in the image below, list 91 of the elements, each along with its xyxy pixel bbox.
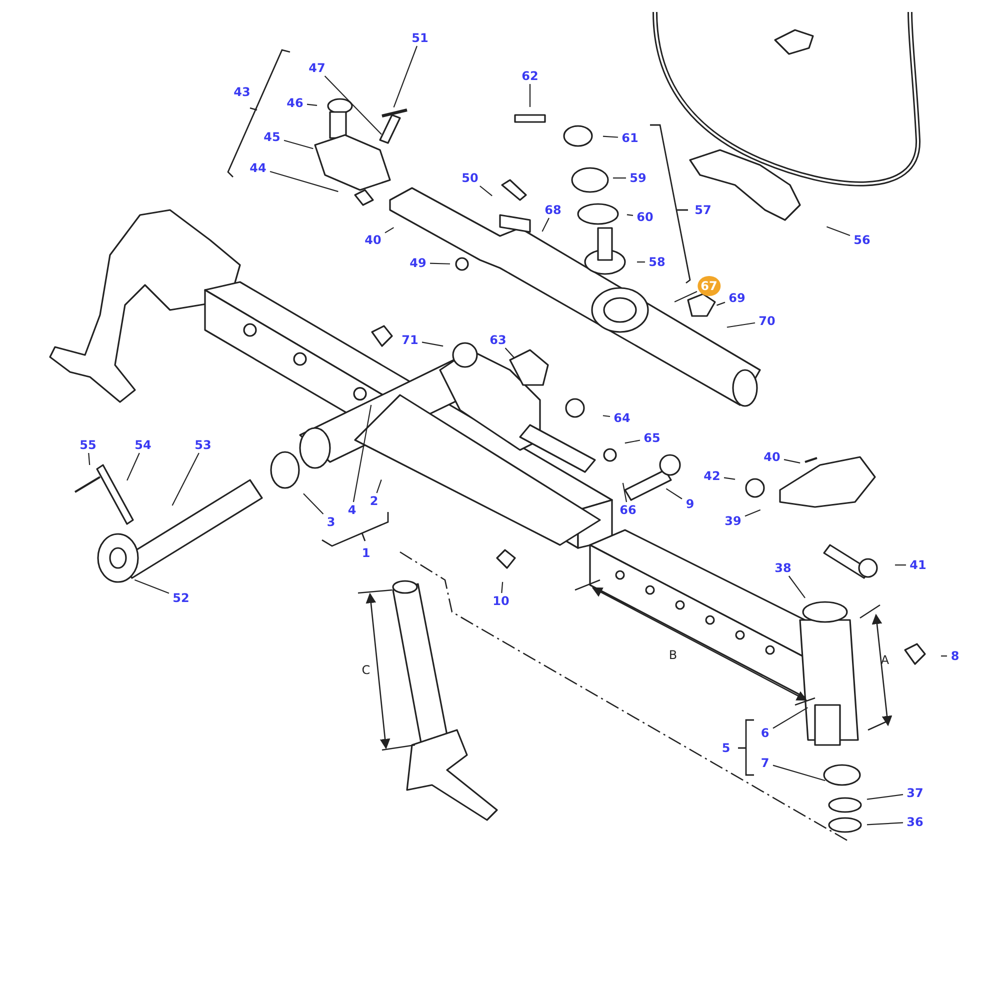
callout-number: 6 (760, 726, 770, 740)
callout-number: 46 (286, 96, 304, 110)
callout-number: 7 (760, 756, 770, 770)
callout-number: 57 (694, 203, 712, 217)
leader-line (666, 488, 682, 500)
leader-line (430, 262, 450, 264)
leader-line (716, 302, 726, 306)
callout-number: 54 (134, 438, 152, 452)
dimension-label: C (360, 663, 372, 677)
callout-number: 8 (950, 649, 960, 663)
leader-line (172, 452, 200, 506)
leader-line (422, 342, 444, 347)
callout-number: 68 (544, 203, 562, 217)
leader-line (602, 136, 618, 138)
leader-line (270, 171, 338, 192)
leader-line (674, 291, 698, 302)
callout-number: 69 (728, 291, 746, 305)
callout-number: 1 (360, 546, 372, 560)
leader-line (613, 177, 626, 179)
callout-number: 4 (346, 503, 358, 517)
callout-number: 36 (906, 815, 924, 829)
leader-line (352, 404, 372, 502)
leader-line (622, 482, 628, 502)
leader-line (501, 582, 504, 594)
callout-number: 66 (618, 503, 638, 517)
leader-line (393, 46, 418, 108)
leader-line (895, 564, 906, 566)
callout-number: 71 (400, 333, 420, 347)
leader-line (772, 707, 808, 729)
leader-line (480, 186, 492, 196)
callout-number: 65 (642, 431, 662, 445)
leader-line (866, 794, 904, 800)
callout-number: 39 (724, 514, 742, 528)
leader-line (324, 76, 382, 135)
callout-number: 62 (520, 69, 540, 83)
leader-line (542, 218, 550, 232)
leader-line (602, 415, 610, 418)
callout-number: 59 (628, 171, 648, 185)
callout-number: 47 (308, 61, 326, 75)
leader-line (772, 764, 826, 782)
callout-number: 53 (194, 438, 212, 452)
leader-line (624, 440, 640, 444)
callout-number: 37 (906, 786, 924, 800)
leader-line (826, 226, 850, 236)
leader-line (88, 452, 90, 466)
callout-number: 56 (852, 233, 872, 247)
callout-number: 55 (78, 438, 98, 452)
leader-line (306, 104, 318, 106)
callout-number: 9 (684, 497, 696, 511)
leader-line (626, 214, 634, 216)
leader-line (126, 452, 140, 481)
leader-line (303, 493, 324, 514)
callout-number: 60 (636, 210, 654, 224)
callout-number: 61 (620, 131, 640, 145)
callout-number: 51 (410, 31, 430, 45)
callout-number: 70 (758, 314, 776, 328)
callout-number: 10 (492, 594, 510, 608)
leader-line (134, 579, 170, 594)
leader-line (724, 477, 736, 480)
callout-number: 64 (612, 411, 632, 425)
leader-line (637, 261, 645, 263)
callout-number: 40 (364, 233, 382, 247)
leader-line (788, 576, 806, 598)
callout-number: 49 (408, 256, 428, 270)
callout-number: 44 (248, 161, 268, 175)
leader-line (284, 140, 314, 150)
callout-number: 52 (172, 591, 190, 605)
callout-number: 3 (326, 515, 336, 529)
leader-line (784, 459, 800, 464)
callout-number: 50 (460, 171, 480, 185)
leader-line (384, 227, 394, 234)
leader-line (744, 509, 761, 517)
dimension-label: A (880, 653, 890, 667)
callout-number: 2 (368, 494, 380, 508)
callout-number: 58 (648, 255, 666, 269)
callout-number: 63 (488, 333, 508, 347)
callout-number: 45 (262, 130, 282, 144)
leader-line (726, 322, 756, 328)
callout-number: 41 (908, 558, 928, 572)
callout-number: 40 (762, 450, 782, 464)
callout-number: 43 (232, 85, 252, 99)
dimension-label: B (668, 648, 678, 662)
callout-number: 38 (774, 561, 792, 575)
callout-number: 67 (698, 276, 720, 296)
leader-line (529, 84, 531, 107)
callout-number: 42 (702, 469, 722, 483)
callout-number: 5 (720, 741, 732, 755)
leader-line (941, 655, 947, 657)
leader-line (866, 822, 904, 826)
leader-line (376, 480, 382, 494)
leader-line (504, 348, 516, 359)
